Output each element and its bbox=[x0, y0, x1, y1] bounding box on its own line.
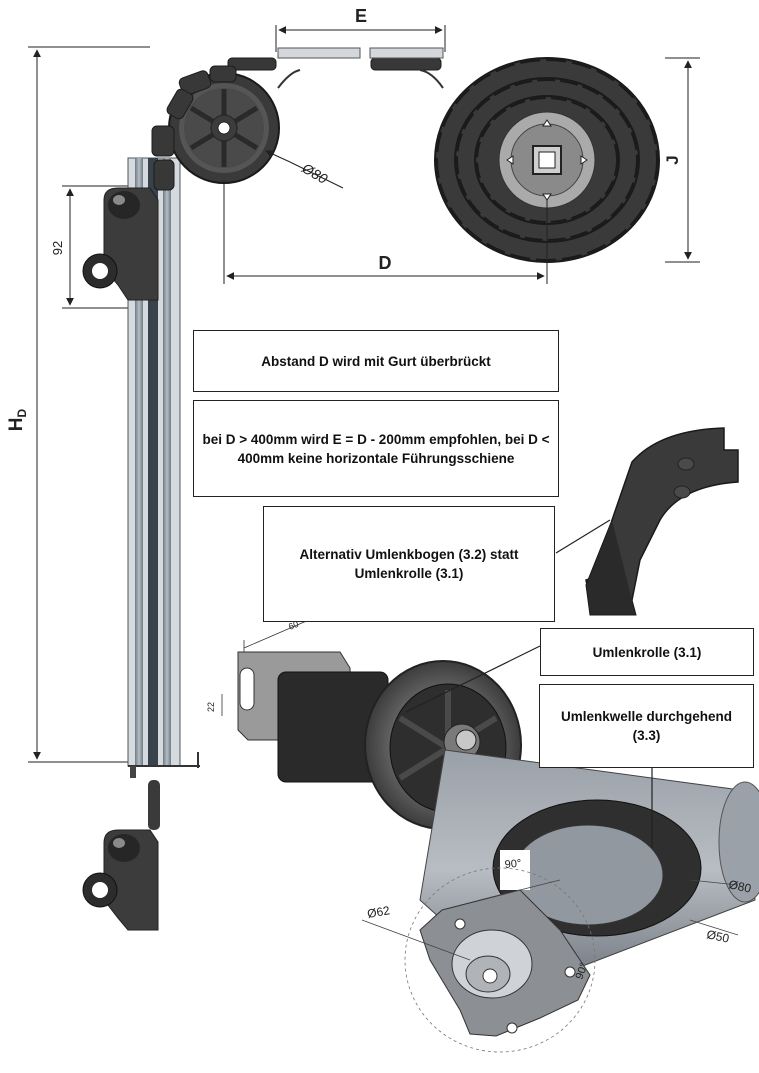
deflection-bend-part bbox=[555, 427, 739, 616]
dimension-e-label: E bbox=[355, 6, 367, 26]
dimension-92-label: 92 bbox=[50, 241, 65, 255]
callout-umlenkrolle: Umlenkrolle (3.1) bbox=[540, 628, 754, 676]
dimension-d62-label: Ø62 bbox=[366, 903, 391, 921]
callout-empfehlung: bei D > 400mm wird E = D - 200mm empfohl… bbox=[193, 400, 559, 497]
lower-bracket bbox=[82, 780, 160, 931]
dimension-60-label: 60 bbox=[287, 619, 300, 632]
dimension-hd-label: H bbox=[6, 417, 27, 431]
callout-gurt: Abstand D wird mit Gurt überbrückt bbox=[193, 330, 559, 392]
horizontal-rail bbox=[277, 47, 444, 89]
dimension-d80-label: Ø80 bbox=[299, 159, 331, 187]
upper-bracket bbox=[82, 187, 159, 301]
deflection-shaft-part: 90° 90° Ø62 Ø80 Ø50 bbox=[361, 710, 759, 1053]
dimension-e: E bbox=[275, 6, 446, 52]
callout-umlenkwelle: Umlenkwelle durchgehend (3.3) bbox=[539, 684, 754, 768]
chain-coil bbox=[434, 57, 660, 263]
dimension-90-top-label: 90° bbox=[504, 858, 522, 871]
dimension-92: 92 bbox=[50, 185, 130, 309]
dimension-90-side-label: 90° bbox=[574, 961, 591, 981]
dimension-hd-subscript: D bbox=[15, 408, 29, 417]
dimension-d80-shaft-label: Ø80 bbox=[727, 877, 752, 895]
callout-umlenkbogen: Alternativ Umlenkbogen (3.2) statt Umlen… bbox=[263, 506, 555, 622]
dimension-hd: HD bbox=[6, 46, 150, 763]
horizontal-chain bbox=[151, 57, 442, 191]
svg-text:HD: HD bbox=[6, 408, 29, 431]
dimension-d50-label: Ø50 bbox=[705, 927, 730, 945]
dimension-j-label: J bbox=[663, 155, 682, 164]
dimension-22-label: 22 bbox=[206, 702, 216, 712]
dimension-d-label: D bbox=[379, 253, 392, 273]
dimension-d: D bbox=[223, 180, 548, 284]
dimension-j: J bbox=[663, 57, 700, 263]
